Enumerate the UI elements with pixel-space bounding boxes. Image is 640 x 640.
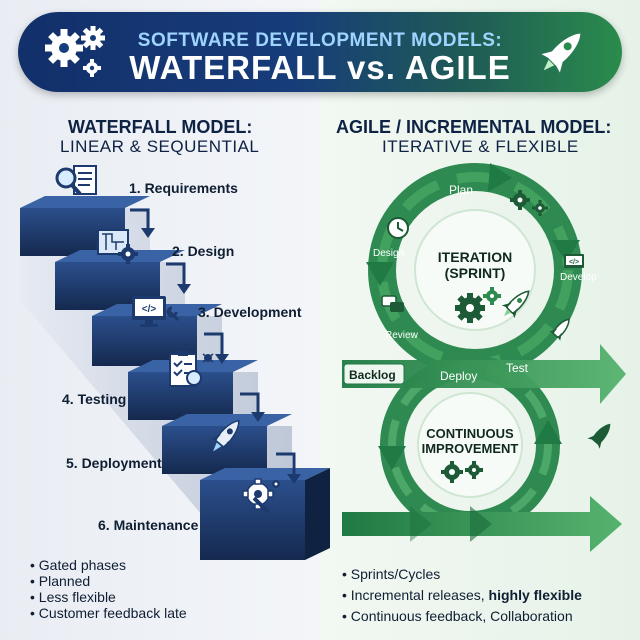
agile-bullets: Sprints/Cycles Incremental releases, hig… [342, 564, 582, 627]
agile-bullet: Incremental releases, highly flexible [342, 585, 582, 606]
improvement-gears-icon [441, 461, 483, 483]
rocket-step-icon [210, 419, 240, 452]
test-label: Test [506, 361, 529, 375]
improvement-title: IMPROVEMENT [422, 441, 519, 456]
sprint-gears-rocket-icon [455, 287, 530, 323]
step-arrow-3 [204, 332, 229, 364]
waterfall-bullet: Less flexible [30, 589, 187, 605]
backlog-flow-arrow [342, 344, 626, 404]
step-label-3: 3. Development [198, 304, 302, 320]
title-banner [18, 12, 622, 92]
step-arrow-4 [240, 392, 265, 422]
waterfall-title: WATERFALL MODEL: [68, 117, 253, 137]
waterfall-bullet: Gated phases [30, 557, 187, 573]
agile-bullet: Sprints/Cycles [342, 564, 582, 585]
step-label-1: 1. Requirements [129, 180, 238, 196]
wrench-gear-icon [242, 478, 280, 514]
agile-subtitle: ITERATIVE & FLEXIBLE [382, 137, 579, 156]
loop-arrowhead [488, 163, 512, 192]
stair-step-5 [162, 414, 292, 474]
gears-icon [45, 26, 105, 77]
plan-gears-icon [510, 190, 548, 216]
review-label: Review [385, 330, 419, 341]
review-chat-icon [381, 295, 404, 312]
sprint-title: (SPRINT) [445, 265, 506, 281]
loop-arrowhead [378, 446, 406, 470]
step-arrow-5 [276, 452, 301, 484]
waterfall-bullet: Customer feedback late [30, 605, 187, 621]
backlog-label: Backlog [349, 368, 396, 382]
code-monitor-icon: </> [132, 296, 180, 327]
clock-icon [387, 217, 409, 239]
step-label-2: 2. Design [172, 243, 235, 259]
deploy-label: Deploy [440, 369, 477, 383]
blueprint-gear-icon [97, 229, 138, 264]
step-label-6: 6. Maintenance [98, 517, 199, 533]
release-rocket-icon [587, 423, 611, 449]
svg-text:</>: </> [142, 304, 157, 315]
waterfall-subtitle: LINEAR & SEQUENTIAL [60, 137, 260, 156]
stair-step-2 [55, 250, 185, 310]
agile-title: AGILE / INCREMENTAL MODEL: [336, 117, 612, 137]
loop-arrowhead [552, 240, 580, 262]
waterfall-bullet: Planned [30, 573, 187, 589]
loop-arrowhead [534, 420, 562, 444]
plan-label: Plan [449, 183, 473, 197]
loop-arrowhead [366, 262, 394, 286]
continuous-title: CONTINUOUS [426, 426, 514, 441]
document-search-icon [55, 165, 97, 196]
step-label-5: 5. Deployment [66, 455, 162, 471]
test-rocket-icon [549, 318, 570, 341]
iteration-title: ITERATION [438, 249, 512, 265]
checklist-bug-icon [169, 351, 214, 387]
release-flow-arrow [342, 496, 622, 552]
waterfall-bullets: Gated phases Planned Less flexible Custo… [30, 557, 187, 621]
step-arrow-2 [166, 262, 191, 294]
step-arrow-1 [130, 208, 155, 238]
step-label-4: 4. Testing [62, 391, 127, 407]
rocket-icon [541, 33, 581, 73]
agile-bullet: Continuous feedback, Collaboration [342, 606, 582, 627]
banner-subtitle: SOFTWARE DEVELOPMENT MODELS: [137, 30, 503, 51]
svg-text:</>: </> [569, 259, 579, 266]
design-label: Design [373, 248, 404, 259]
develop-label: Develop [560, 272, 597, 283]
step-arrows [130, 208, 301, 484]
banner-title: WATERFALL vs. AGILE [129, 49, 511, 86]
develop-monitor-icon: </> [564, 254, 584, 268]
